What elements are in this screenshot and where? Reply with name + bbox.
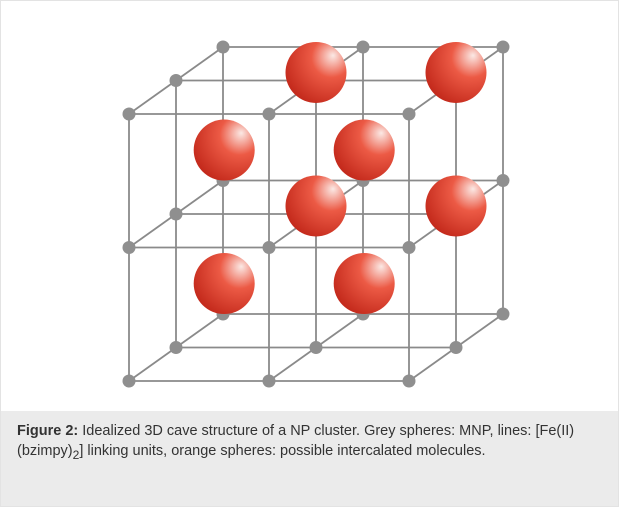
intercalated-sphere xyxy=(285,175,347,237)
link-line xyxy=(128,213,177,249)
mnp-node xyxy=(356,40,370,54)
mnp-node xyxy=(449,341,463,354)
link-line xyxy=(175,179,224,215)
mnp-node xyxy=(122,241,136,254)
intercalated-sphere xyxy=(193,253,255,315)
mnp-node xyxy=(216,40,230,54)
link-line xyxy=(175,313,224,349)
figure-label: Figure 2: xyxy=(17,423,79,439)
link-line xyxy=(128,346,177,382)
link-line xyxy=(128,79,177,115)
intercalated-orange-spheres xyxy=(193,41,487,315)
mnp-node xyxy=(496,307,510,321)
mnp-node xyxy=(122,107,136,121)
link-line xyxy=(175,46,224,82)
intercalated-sphere xyxy=(333,119,395,181)
mnp-node xyxy=(122,374,136,388)
intercalated-sphere xyxy=(425,175,487,237)
mnp-node xyxy=(169,207,183,221)
mnp-node xyxy=(402,241,416,254)
intercalated-sphere xyxy=(425,41,487,103)
link-line xyxy=(315,313,364,349)
intercalated-sphere xyxy=(333,253,395,315)
mnp-node xyxy=(169,341,183,354)
link-line xyxy=(408,346,457,382)
mnp-node xyxy=(309,341,323,354)
cave-structure-diagram xyxy=(1,1,618,411)
caption-text-part1: Idealized 3D cave structure of a NP clus… xyxy=(17,423,575,459)
intercalated-sphere xyxy=(285,41,347,103)
cave-structure-svg xyxy=(122,40,510,388)
mnp-node xyxy=(169,74,183,87)
mnp-node xyxy=(496,40,510,54)
link-line xyxy=(268,346,317,382)
figure-caption: Figure 2: Idealized 3D cave structure of… xyxy=(1,411,618,506)
mnp-node xyxy=(402,107,416,121)
mnp-node xyxy=(262,107,276,121)
caption-subscript: 2 xyxy=(72,447,80,462)
mnp-node xyxy=(262,241,276,254)
link-line xyxy=(455,313,504,349)
mnp-node xyxy=(262,374,276,388)
caption-text-part2: ] linking units, orange spheres: possibl… xyxy=(79,443,486,459)
mnp-node xyxy=(402,374,416,388)
mnp-node xyxy=(496,174,510,187)
intercalated-sphere xyxy=(193,119,255,181)
